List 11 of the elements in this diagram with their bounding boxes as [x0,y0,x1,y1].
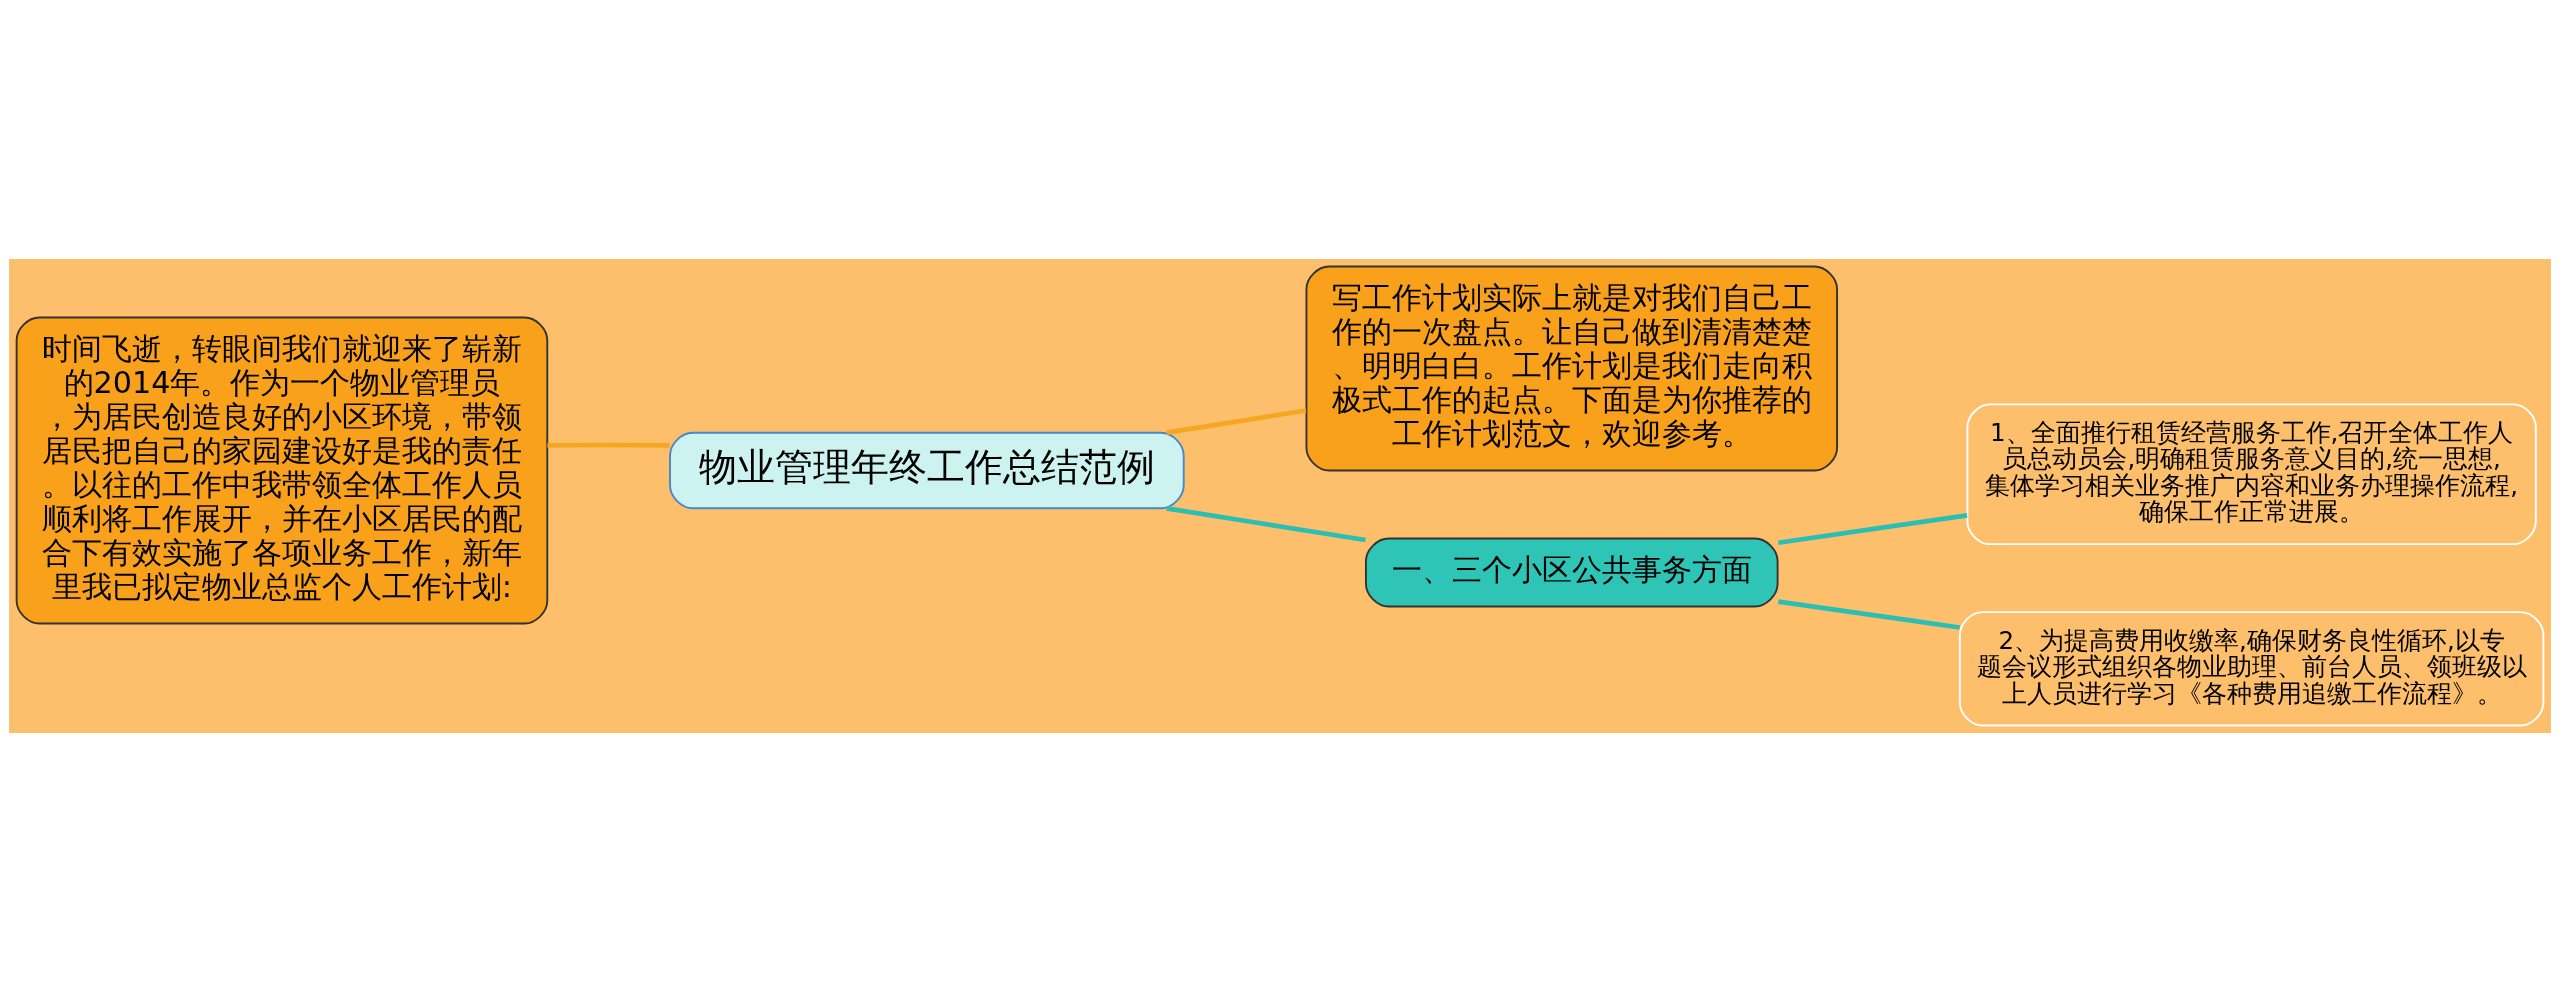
connector [547,442,670,448]
node-box: 2、为提高费用收缴率,确保财务良性循环,以专题会议形式组织各物业助理、前台人员、领班级以上人员进行学习《各种费用追缴工作流程》。 [1958,610,2545,726]
connector [1778,598,1960,630]
node-box: 写工作计划实际上就是对我们自己工作的一次盘点。让自己做到清清楚楚、明明白白。工作计划是我们走向积极式工作的起点。下面是为你推荐的工作计划范文，欢迎参考。 [1305,265,1839,471]
node-box: 物业管理年终工作总结范例 [669,431,1185,509]
node-box: 一、三个小区公共事务方面 [1364,537,1779,607]
node-box: 时间飞逝，转眼间我们就迎来了崭新的2014年。作为一个物业管理员，为居民创造良好的小区环境，带领居民把自己的家园建设好是我的责任。以往的工作中我带领全体工作人员顺利将工作展开，并在小区居民的配合下有效实施了各项业务工作，新年里我已拟定物业总监个人工作计划: [15,316,549,624]
connector [1166,407,1307,435]
connector [1166,505,1366,542]
node-box: 1、全面推行租赁经营服务工作,召开全体工作人员总动员会,明确租赁服务意义目的,统一思想,集体学习相关业务推广内容和业务办理操作流程,确保工作正常进展。 [1966,402,2537,545]
connector [1777,512,1968,545]
